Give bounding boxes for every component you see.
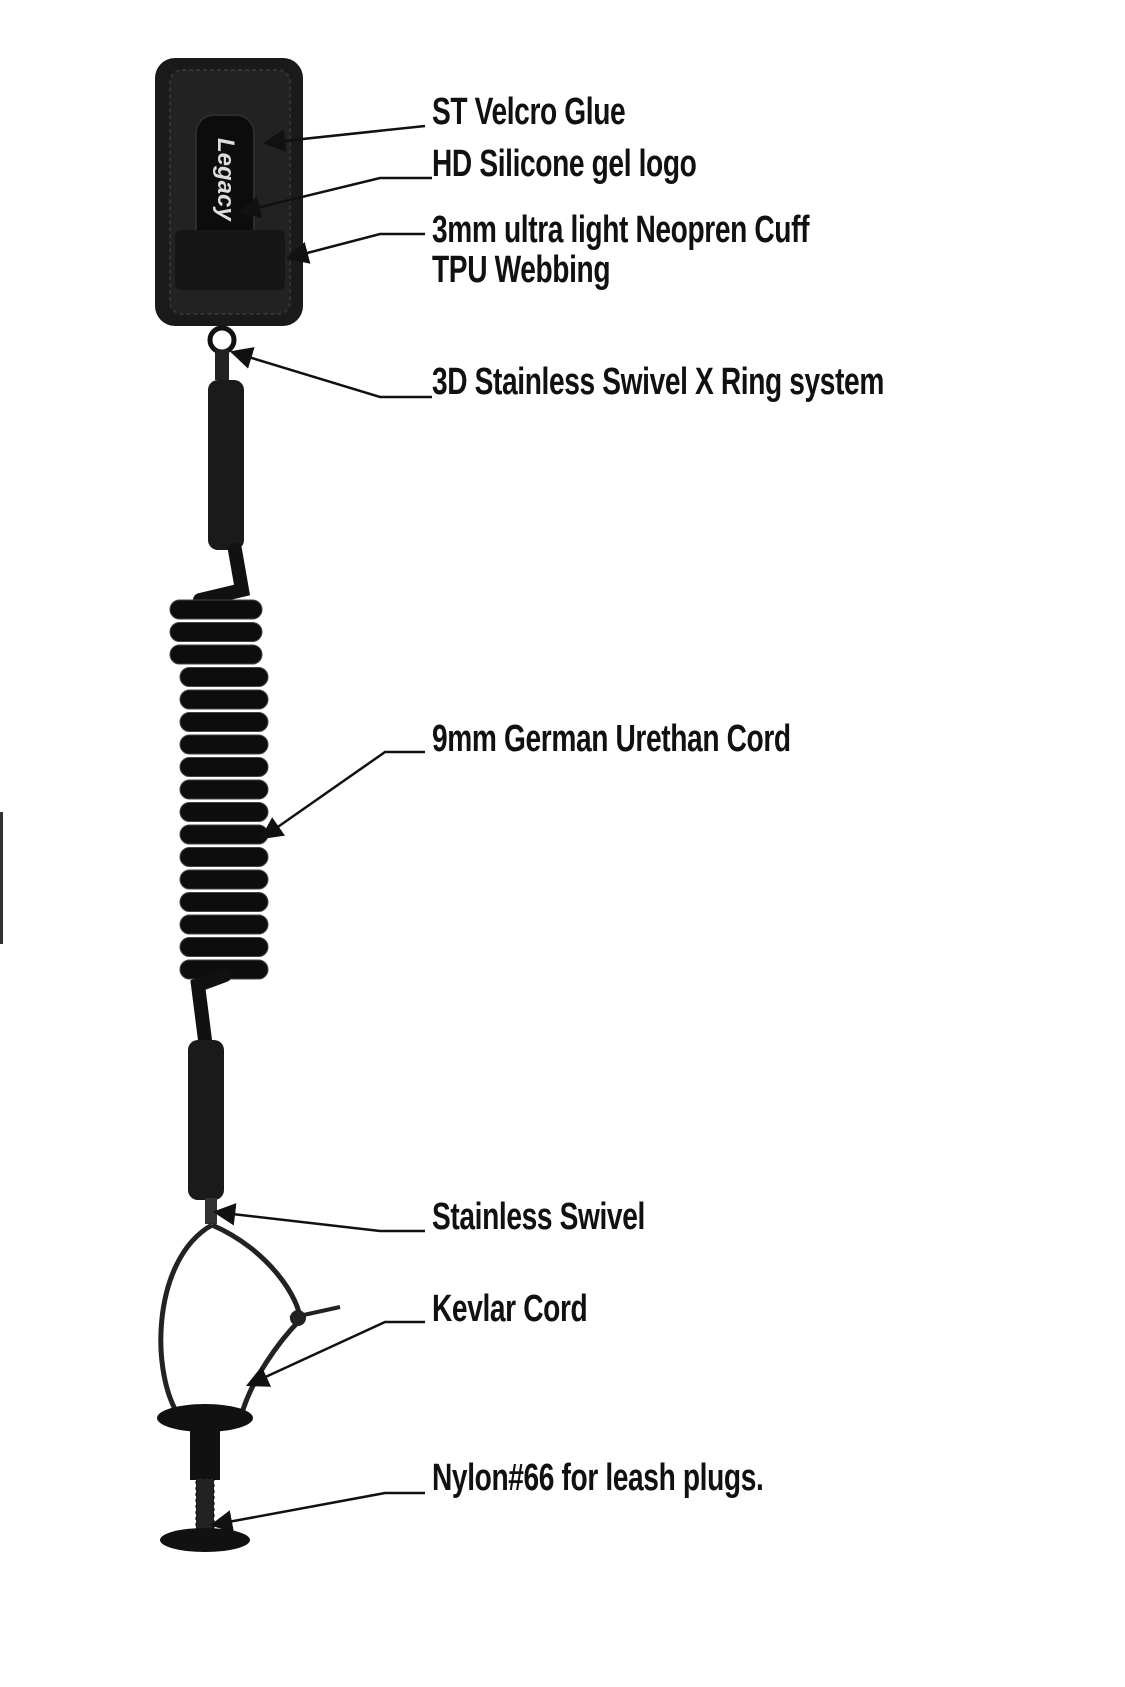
coil-loop [179, 824, 269, 845]
coil-loop [179, 667, 269, 687]
coil-loop [179, 847, 269, 867]
left-edge-bar [0, 812, 3, 944]
label-velcro: ST Velcro Glue [432, 91, 626, 133]
label-kevlar-cord: Kevlar Cord [432, 1288, 588, 1330]
kevlar-loop [158, 1222, 214, 1422]
label-silicone-logo: HD Silicone gel logo [432, 143, 697, 185]
leash-plug-base [160, 1528, 250, 1552]
coil-loop [179, 689, 269, 710]
upper-sheath [208, 380, 244, 550]
coil-loop [169, 644, 263, 665]
coil-loop [179, 869, 269, 890]
coil-loop [179, 757, 269, 777]
swivel-ring [207, 325, 237, 355]
coil-loop [179, 914, 269, 935]
coil-loop [179, 937, 269, 957]
label-nylon-plug: Nylon#66 for leash plugs. [432, 1457, 764, 1499]
label-tpu-webbing: TPU Webbing [432, 249, 611, 291]
coil-loop [169, 599, 263, 620]
leash-plug-top [157, 1404, 253, 1432]
coil-loop [179, 712, 269, 732]
coil-loop [169, 622, 263, 642]
label-stainless-swivel: Stainless Swivel [432, 1196, 645, 1238]
label-neoprene-cuff: 3mm ultra light Neopren Cuff [432, 209, 810, 251]
label-swivel-ring: 3D Stainless Swivel X Ring system [432, 361, 884, 403]
brand-logo: Legacy [212, 138, 239, 222]
label-urethan-cord: 9mm German Urethan Cord [432, 718, 791, 760]
neoprene-cuff: Legacy [155, 58, 303, 326]
coil-loop [179, 892, 269, 912]
coil-loop [179, 734, 269, 755]
leader-lines [209, 124, 432, 1533]
coiled-cord [169, 599, 269, 980]
coil-loop [179, 779, 269, 800]
lower-sheath [188, 1040, 224, 1200]
coil-loop [179, 802, 269, 822]
